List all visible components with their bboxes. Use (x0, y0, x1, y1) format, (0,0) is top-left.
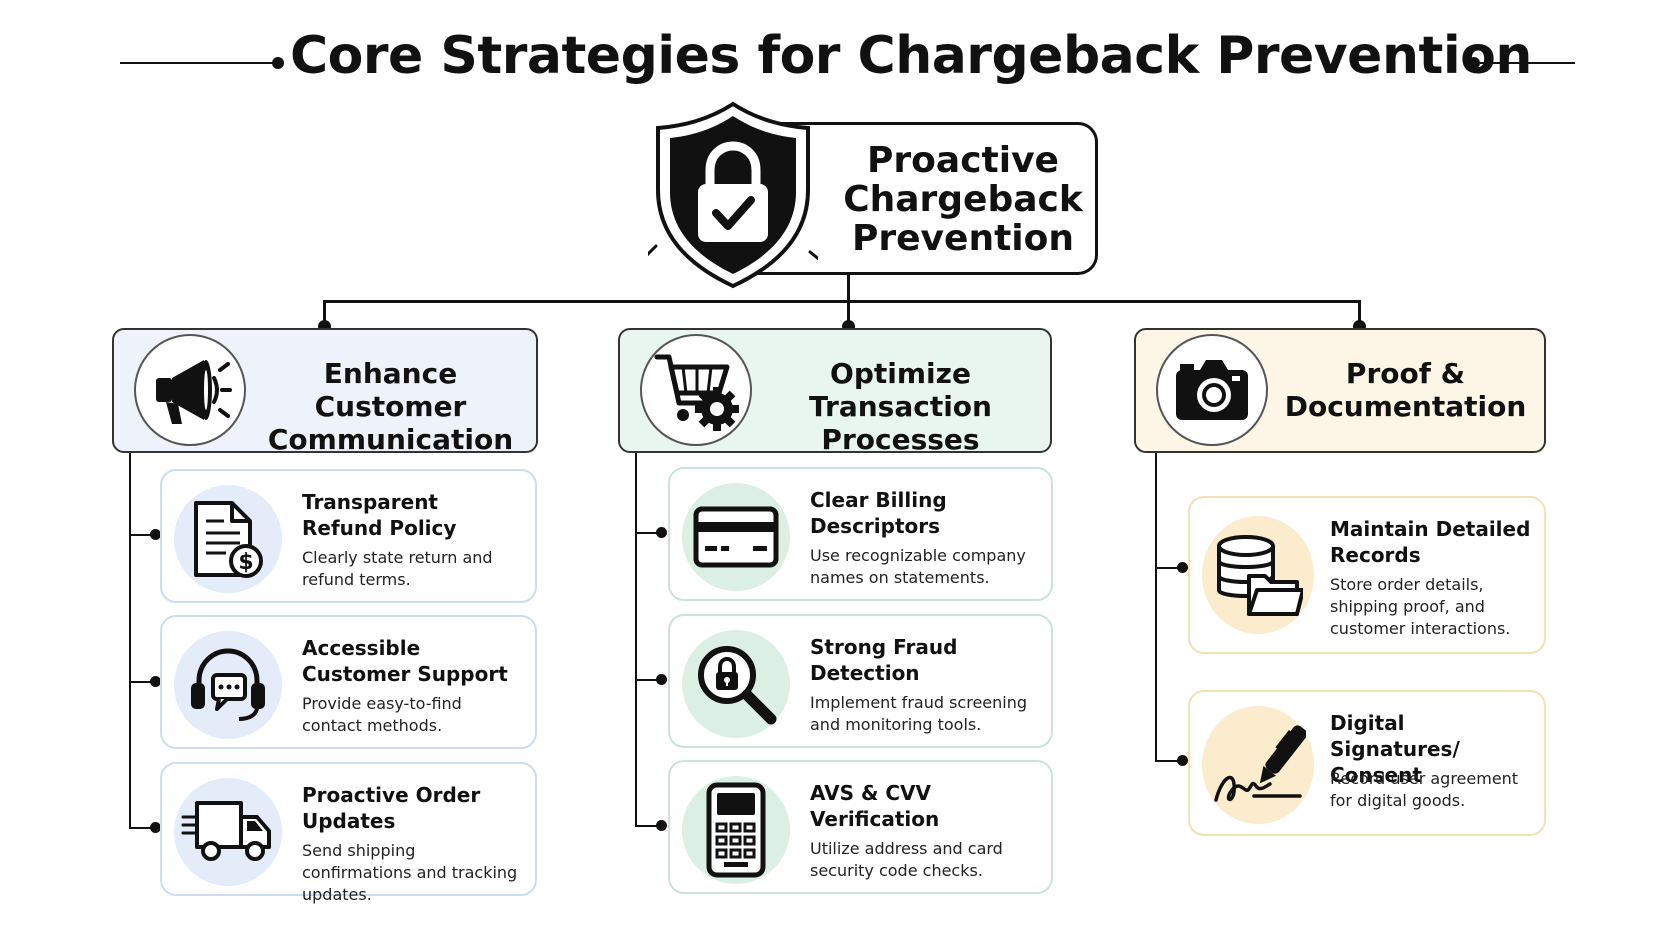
category-proof-documentation: Proof & Documentation (1134, 328, 1546, 453)
tree-branch (635, 532, 665, 534)
card-fraud-detection: Strong Fraud Detection Implement fraud s… (668, 614, 1053, 748)
tree-branch (635, 825, 665, 827)
card-terminal-icon (706, 782, 766, 878)
title-bar: Core Strategies for Chargeback Preventio… (0, 20, 1672, 100)
card-description: Clearly state return and refund terms. (302, 548, 493, 589)
category-optimize-transactions: Optimize Transaction Processes (618, 328, 1052, 456)
connector-horizontal (323, 300, 1361, 303)
category-enhance-communication: Enhance Customer Communication (112, 328, 538, 456)
document-dollar-icon: $ (194, 501, 263, 578)
category-title: Proof & Documentation (1284, 357, 1527, 423)
svg-text:$: $ (238, 550, 253, 575)
card-icon-circle (682, 776, 790, 884)
card-title: Transparent Refund Policy (302, 490, 457, 540)
database-folder-icon (1217, 535, 1303, 616)
card-icon-circle: $ (174, 485, 282, 593)
card-billing-descriptors: Clear Billing Descriptors Use recognizab… (668, 467, 1053, 601)
connector-root-down (847, 275, 850, 302)
card-icon-circle (1202, 516, 1314, 634)
pen-signature-icon (1214, 725, 1306, 802)
tree-dot (150, 822, 161, 833)
card-avs-cvv: AVS & CVV Verification Utilize address a… (668, 760, 1053, 894)
tree-line-col2 (635, 453, 637, 827)
tree-line-col3 (1155, 453, 1157, 762)
connector-col1 (323, 300, 326, 326)
category-icon-circle (134, 334, 246, 446)
tree-dot (150, 529, 161, 540)
tree-dot (1177, 562, 1188, 573)
card-title: Maintain Detailed Records (1330, 517, 1531, 567)
card-description: Provide easy-to-find contact methods. (302, 694, 462, 735)
megaphone-icon (156, 360, 232, 424)
cart-gear-icon (654, 354, 739, 431)
card-icon-circle (1202, 706, 1314, 824)
card-title: Strong Fraud Detection (810, 635, 958, 685)
title-dot-right (1468, 57, 1480, 69)
card-title: Clear Billing Descriptors (810, 488, 947, 538)
tree-branch (1155, 567, 1187, 569)
tree-dot (656, 820, 667, 831)
category-title: Enhance Customer Communication (267, 357, 514, 456)
page-title: Core Strategies for Chargeback Preventio… (290, 26, 1532, 86)
card-icon-circle (174, 778, 282, 886)
card-icon-circle (174, 631, 282, 739)
card-description: Record user agreement for digital goods. (1330, 769, 1519, 810)
card-description: Use recognizable company names on statem… (810, 546, 1026, 587)
card-detailed-records: Maintain Detailed Records Store order de… (1188, 496, 1546, 654)
card-digital-signatures: Digital Signatures/ Consent Record user … (1188, 690, 1546, 836)
camera-icon (1176, 360, 1248, 420)
category-title: Optimize Transaction Processes (809, 357, 992, 456)
delivery-truck-icon (181, 801, 271, 861)
title-rule-left (120, 62, 275, 64)
connector-col2 (847, 300, 850, 326)
card-description: Implement fraud screening and monitoring… (810, 693, 1028, 734)
tree-branch (129, 681, 159, 683)
connector-col3 (1358, 300, 1361, 326)
tree-line-col1 (129, 453, 131, 829)
card-refund-policy: $ Transparent Refund Policy Clearly stat… (160, 469, 537, 603)
card-title: Accessible Customer Support (302, 636, 508, 686)
card-icon-circle (682, 483, 790, 591)
category-icon-circle (640, 334, 752, 446)
tree-branch (1155, 760, 1187, 762)
card-icon-circle (682, 630, 790, 738)
card-description: Send shipping confirmations and tracking… (302, 841, 518, 904)
tree-branch (129, 827, 159, 829)
tree-branch (635, 679, 665, 681)
tree-dot (656, 674, 667, 685)
shield-lock-check-icon (648, 101, 818, 289)
tree-dot (656, 527, 667, 538)
card-customer-support: Accessible Customer Support Provide easy… (160, 615, 537, 749)
title-rule-right (1480, 62, 1575, 64)
category-icon-circle (1156, 334, 1268, 446)
card-description: Utilize address and card security code c… (810, 839, 1003, 880)
card-title: AVS & CVV Verification (810, 781, 940, 831)
card-title: Digital Signatures/ Consent (1330, 711, 1460, 787)
card-title: Proactive Order Updates (302, 783, 481, 833)
credit-card-icon (693, 506, 779, 568)
card-description: Store order details, shipping proof, and… (1330, 575, 1511, 638)
headset-chat-icon (191, 648, 265, 721)
tree-dot (150, 676, 161, 687)
title-dot-left (272, 57, 284, 69)
root-label: Proactive Chargeback Prevention (843, 140, 1083, 259)
magnifier-lock-icon (698, 646, 777, 725)
tree-dot (1177, 755, 1188, 766)
tree-branch (129, 534, 159, 536)
card-order-updates: Proactive Order Updates Send shipping co… (160, 762, 537, 904)
